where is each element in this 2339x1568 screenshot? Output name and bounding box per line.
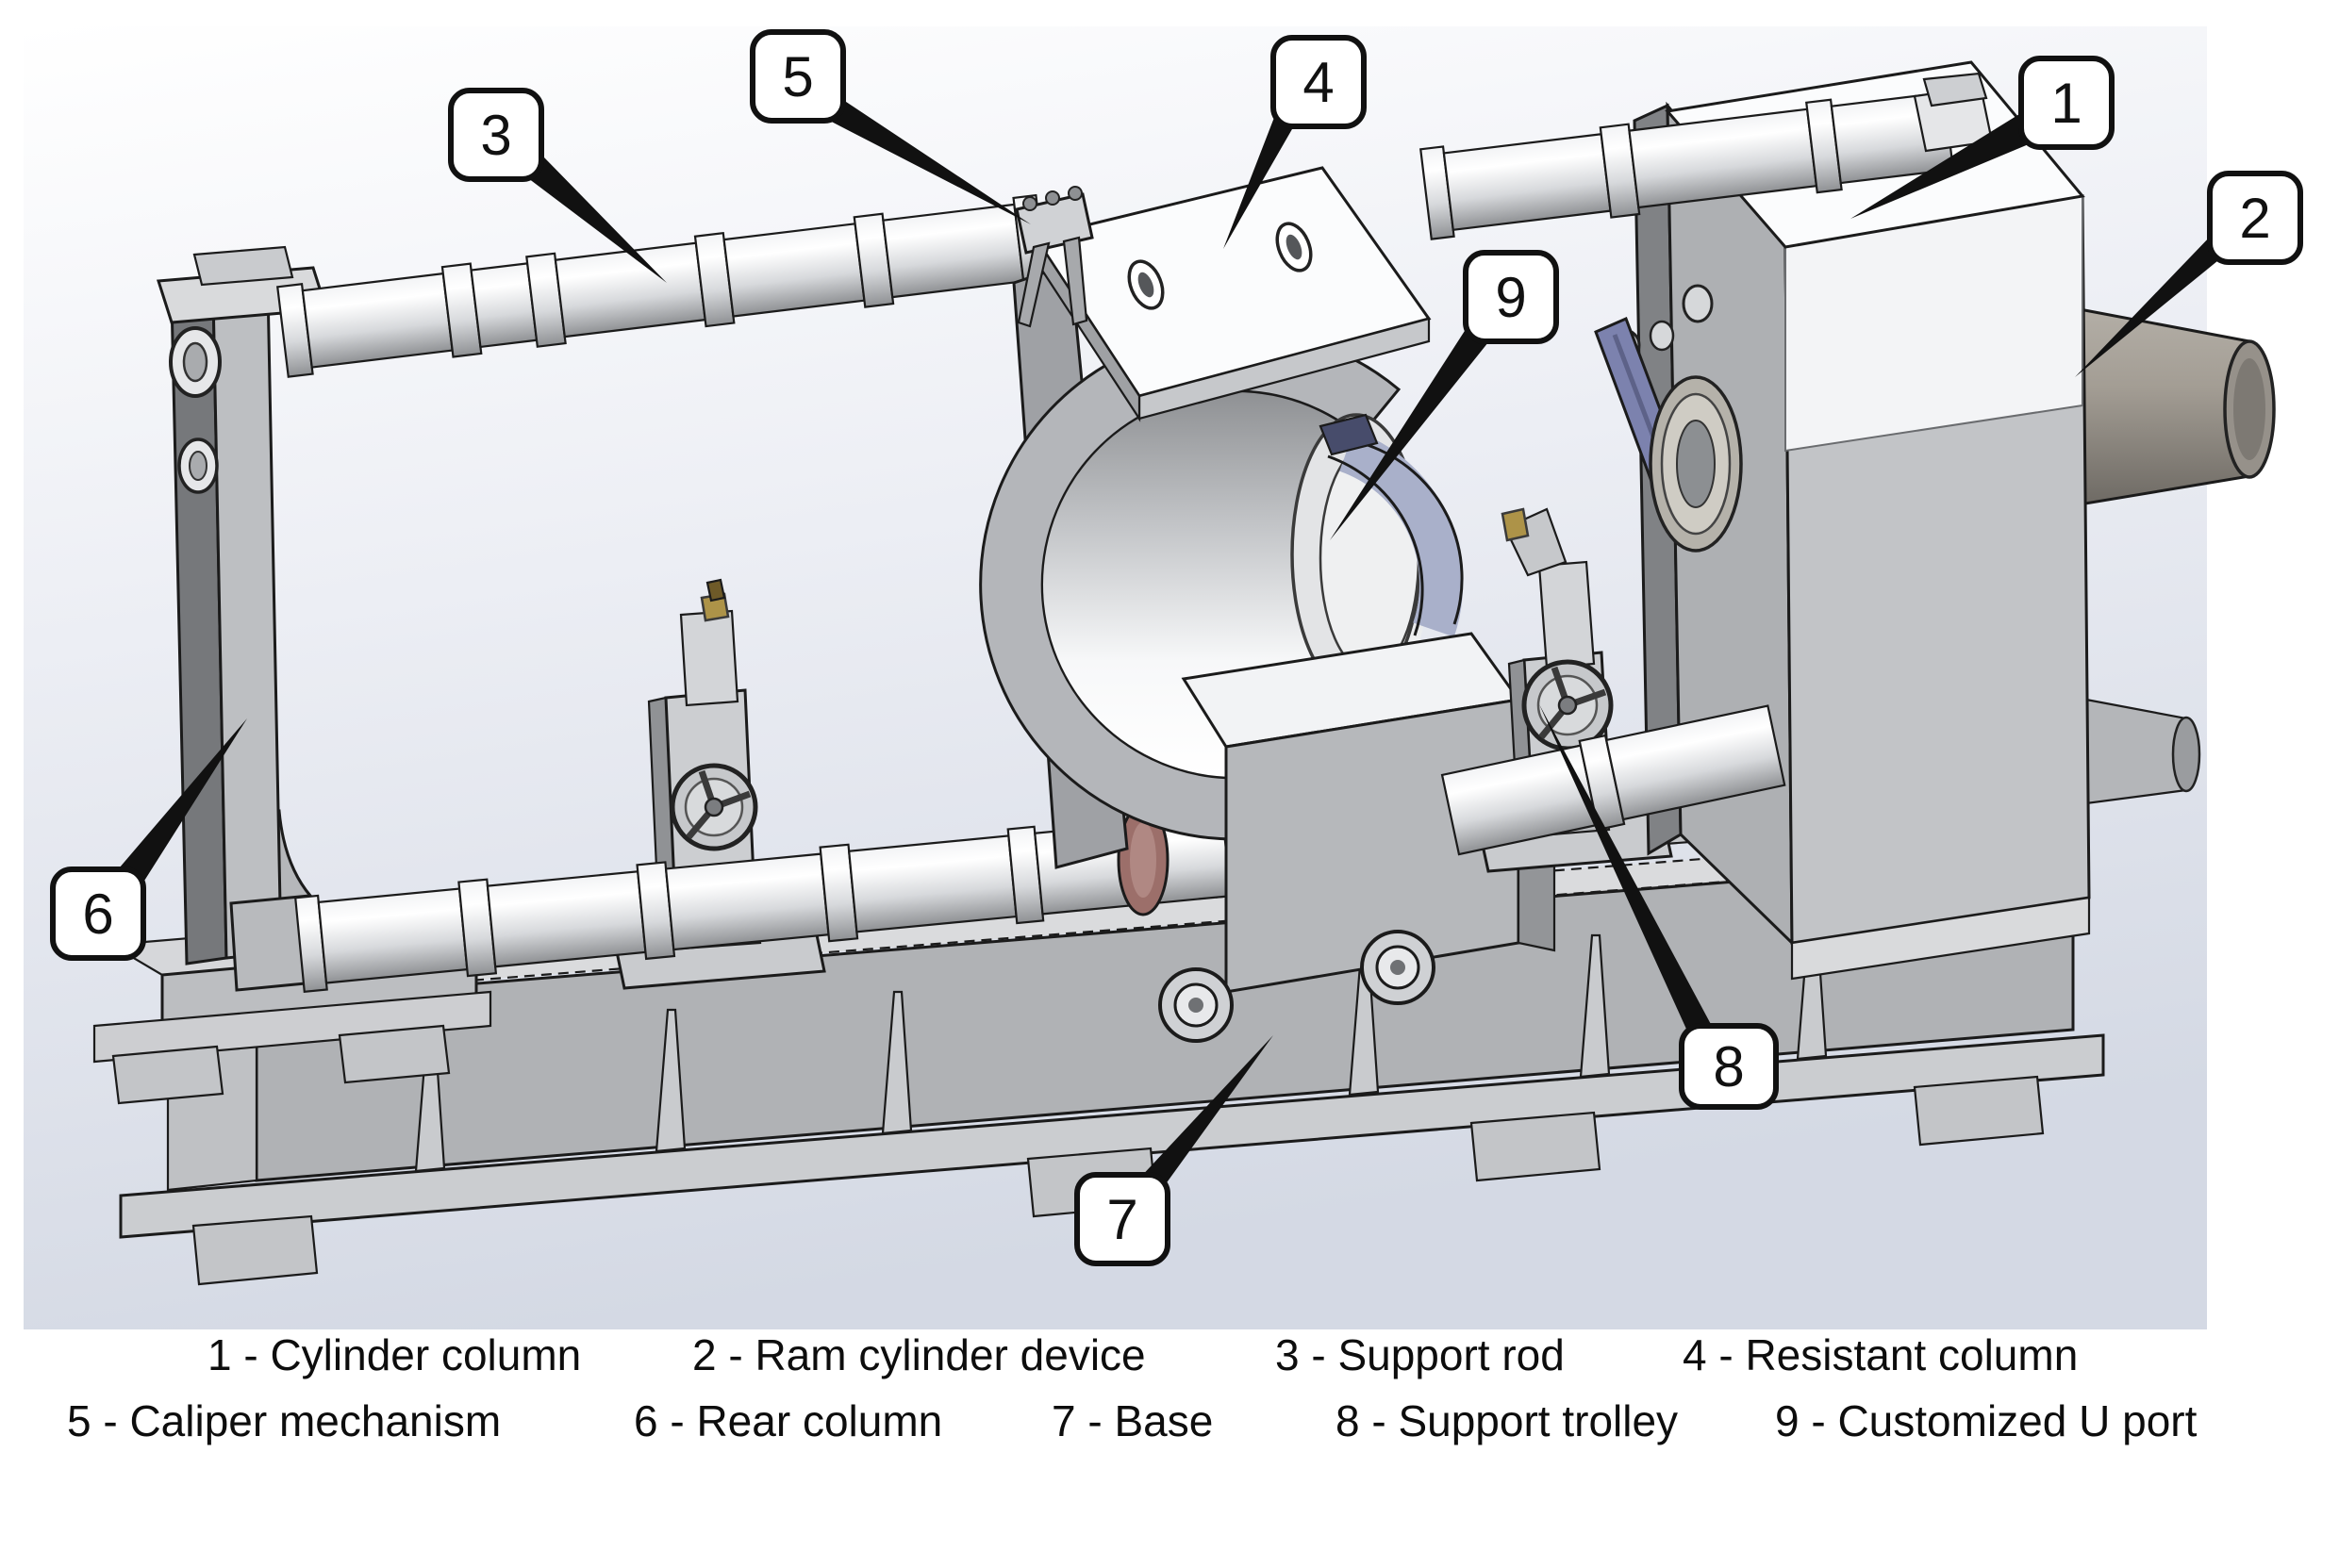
- callout-6: 6: [50, 867, 146, 961]
- caliper-mechanism-part: [1015, 186, 1094, 328]
- callout-balloons: 1 2 3 4 5 6 7 8: [50, 29, 2303, 1266]
- ram-cylinder-part: [2078, 307, 2276, 506]
- callout-7: 7: [1074, 1172, 1170, 1266]
- legend-item: 6 - Rear column: [634, 1396, 942, 1445]
- callout-number: 9: [1495, 266, 1526, 329]
- trolley-gold-tip: [1501, 507, 1530, 542]
- callout-8: 8: [1679, 1023, 1779, 1110]
- callout-number: 3: [480, 104, 511, 167]
- lower-rod-right: [1440, 704, 1786, 856]
- legend-item: 2 - Ram cylinder device: [692, 1330, 1146, 1379]
- leader-7: [1137, 1035, 1273, 1192]
- callout-number: 2: [2239, 187, 2270, 250]
- legend-item: 3 - Support rod: [1275, 1330, 1565, 1379]
- callout-1: 1: [2018, 56, 2115, 150]
- legend: 1 - Cylinder column 2 - Ram cylinder dev…: [67, 1330, 2198, 1445]
- legend-item: 9 - Customized U port: [1775, 1396, 2198, 1445]
- resistant-column-part: [979, 166, 1556, 1043]
- callout-number: 4: [1302, 51, 1334, 114]
- callout-4: 4: [1270, 35, 1367, 129]
- legend-item: 5 - Caliper mechanism: [67, 1396, 501, 1445]
- callout-number: 1: [2050, 72, 2082, 135]
- callout-2: 2: [2207, 171, 2303, 265]
- leader-3: [524, 157, 667, 283]
- callout-9: 9: [1463, 250, 1559, 344]
- callout-number: 6: [82, 883, 113, 946]
- leader-5: [819, 96, 1031, 224]
- legend-item: 8 - Support trolley: [1335, 1396, 1678, 1445]
- callout-leaders: [113, 96, 2228, 1192]
- leader-6: [113, 718, 247, 888]
- legend-item: 4 - Resistant column: [1683, 1330, 2078, 1379]
- legend-item: 1 - Cylinder column: [207, 1330, 581, 1379]
- leader-1: [1850, 111, 2035, 219]
- leader-2: [2075, 234, 2228, 377]
- leader-8: [1539, 704, 1713, 1035]
- support-rod-upper-right: [1419, 72, 1994, 240]
- callout-number: 8: [1713, 1035, 1744, 1098]
- callout-5: 5: [750, 29, 846, 124]
- legend-item: 7 - Base: [1052, 1396, 1213, 1445]
- leader-9: [1330, 321, 1492, 540]
- leader-4: [1223, 115, 1296, 249]
- callout-number: 7: [1106, 1188, 1137, 1251]
- callout-3: 3: [448, 88, 544, 182]
- callout-number: 5: [782, 45, 813, 108]
